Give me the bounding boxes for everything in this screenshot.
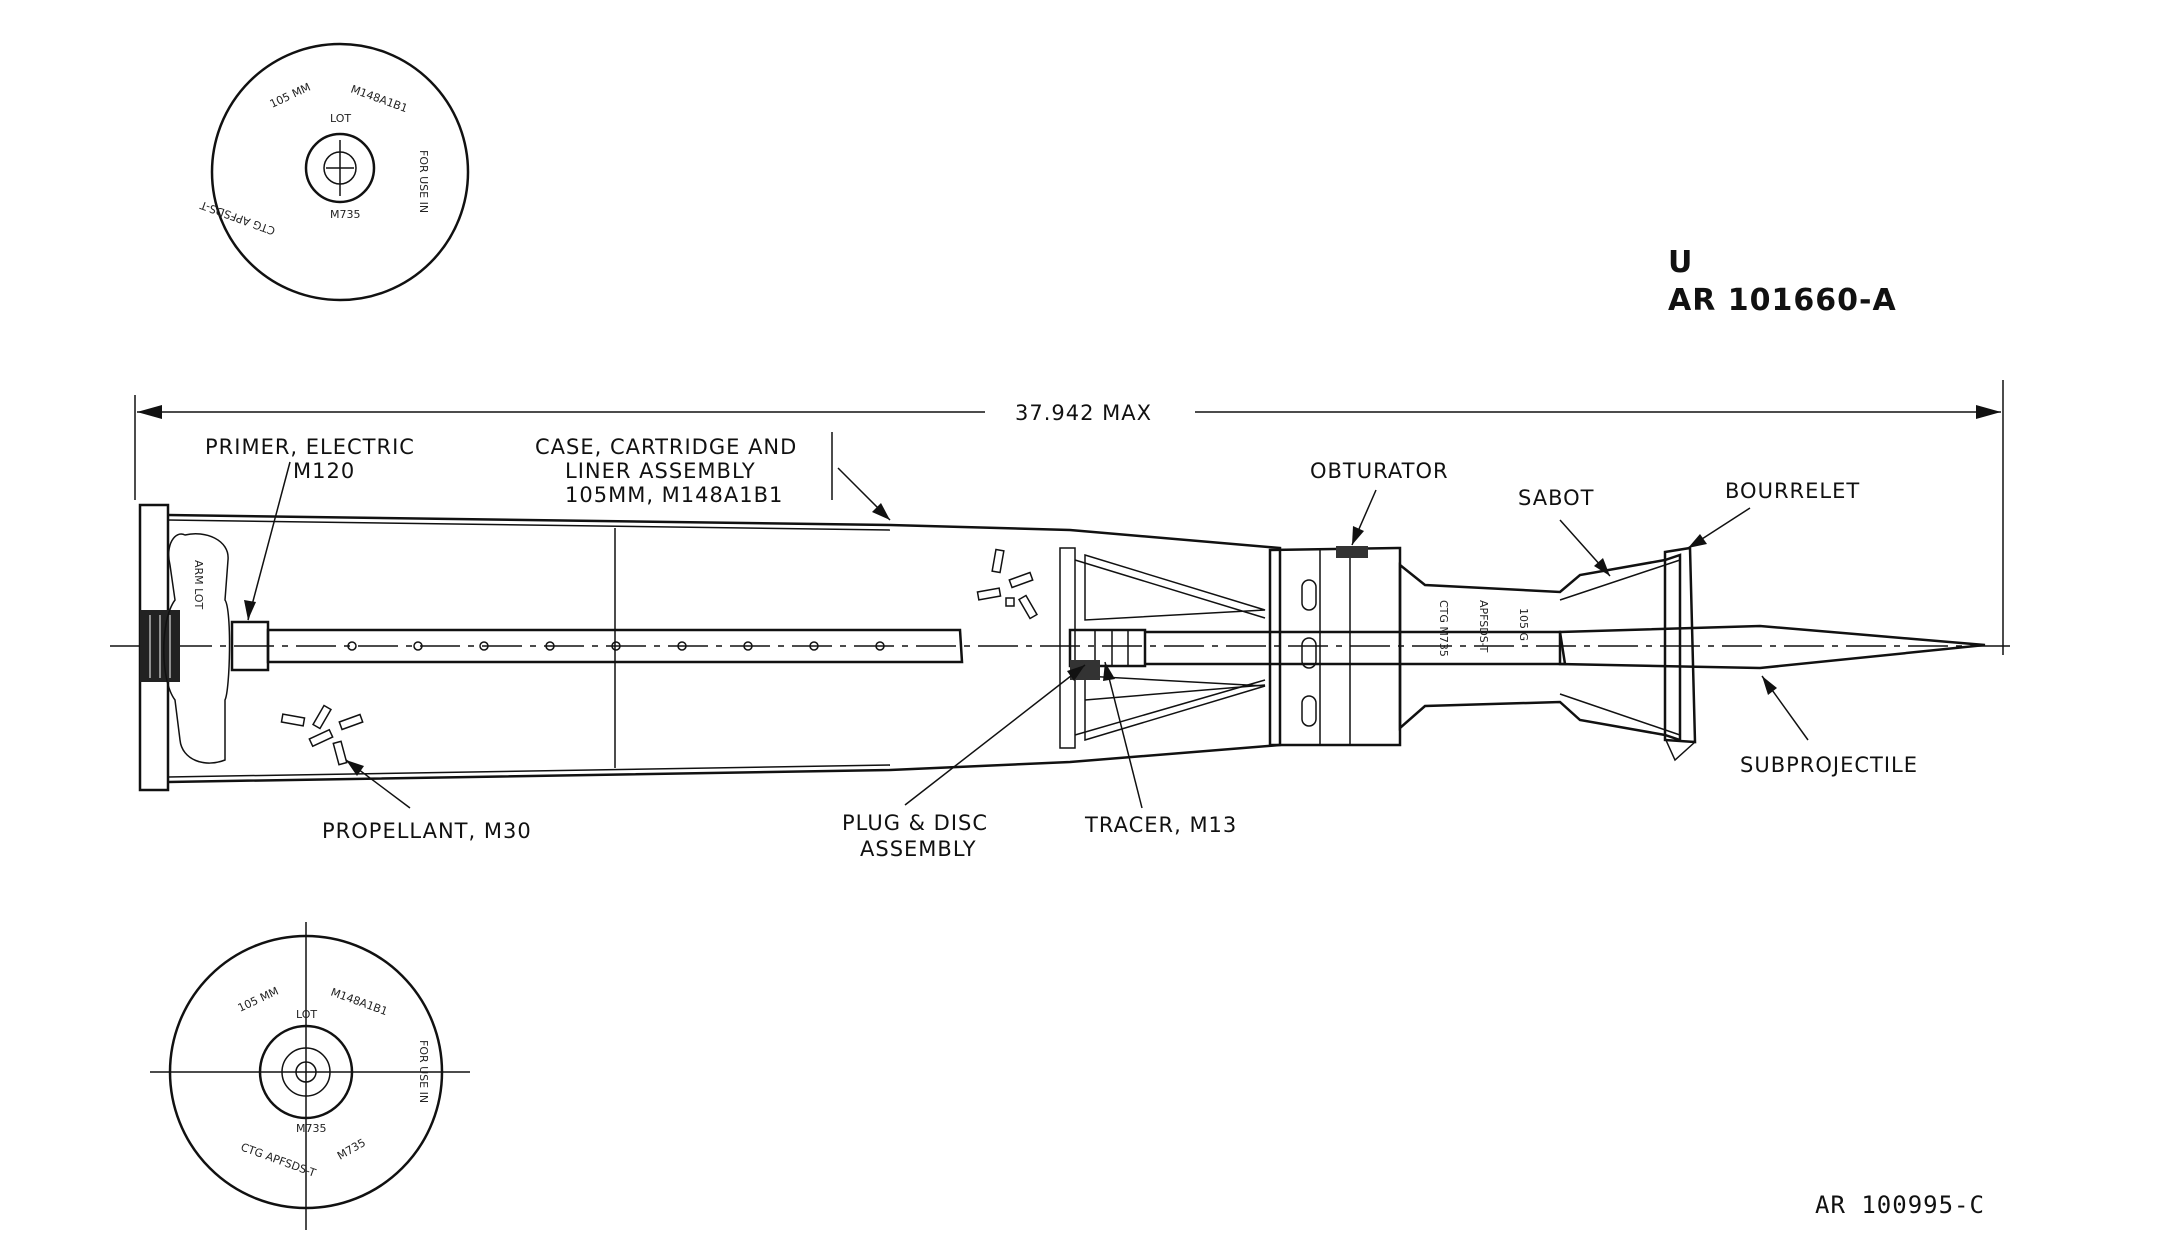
label-primer-2: M120	[293, 459, 355, 483]
svg-text:FOR USE IN: FOR USE IN	[417, 150, 430, 213]
top-base-view: 105 MM M148A1B1 LOT FOR USE IN CTG APFSD…	[198, 42, 470, 302]
svg-text:CTG APFSDS-T: CTG APFSDS-T	[198, 198, 277, 237]
label-case-2: LINER ASSEMBLY	[565, 459, 756, 483]
svg-text:M148A1B1: M148A1B1	[349, 83, 409, 116]
label-sabot: SABOT	[1518, 486, 1594, 510]
label-plug-1: PLUG & DISC	[842, 811, 988, 835]
label-primer-1: PRIMER, ELECTRIC	[205, 435, 415, 459]
cartridge-side-view: ARM LOT	[110, 503, 2010, 792]
case-marking: ARM LOT	[192, 560, 205, 610]
ref-top-letter: U	[1668, 245, 1693, 280]
overall-length-dimension: 37.942 MAX	[134, 380, 2004, 655]
propellant-bag	[163, 533, 231, 764]
label-obturator: OBTURATOR	[1310, 459, 1449, 483]
bottom-base-view: 105 MM M148A1B1 LOT FOR USE IN CTG APFSD…	[150, 922, 470, 1230]
label-subprojectile: SUBPROJECTILE	[1740, 753, 1918, 777]
svg-text:LOT: LOT	[330, 112, 351, 125]
bottom-base-primer-ring	[258, 1024, 354, 1120]
shell-marking-3: CTG M735	[1437, 600, 1450, 657]
bottom-base-primer	[281, 1047, 331, 1097]
top-base-primer-ring	[304, 132, 376, 204]
primer-tube	[266, 628, 964, 664]
shell-marking-1: 105 G	[1517, 608, 1530, 641]
label-propellant: PROPELLANT, M30	[322, 819, 532, 843]
svg-text:LOT: LOT	[296, 1008, 317, 1021]
svg-text:105 MM: 105 MM	[236, 985, 281, 1015]
svg-text:M735: M735	[330, 208, 361, 221]
label-case-1: CASE, CARTRIDGE AND	[535, 435, 797, 459]
subprojectile	[1558, 624, 1986, 670]
label-plug-2: ASSEMBLY	[860, 837, 977, 861]
propellant-grains-upper	[976, 548, 1038, 620]
primer-vents	[347, 641, 885, 651]
tracer	[1068, 628, 1147, 668]
label-bourrelet: BOURRELET	[1725, 479, 1860, 503]
label-case-3: 105MM, M148A1B1	[565, 483, 783, 507]
svg-text:M735: M735	[335, 1136, 368, 1163]
top-base-outline	[210, 42, 470, 302]
propellant-grains-lower	[280, 704, 364, 766]
case-rim	[138, 503, 170, 792]
case-body	[167, 513, 1282, 784]
svg-text:105 MM: 105 MM	[268, 81, 313, 111]
svg-text:FOR USE IN: FOR USE IN	[417, 1040, 430, 1103]
ref-top-number: AR 101660-A	[1668, 283, 1897, 318]
label-tracer: TRACER, M13	[1084, 813, 1237, 837]
shell-marking-2: APFSDS-T	[1477, 600, 1490, 653]
labels: PRIMER, ELECTRIC M120 CASE, CARTRIDGE AN…	[205, 435, 1918, 861]
overall-length-label: 37.942 MAX	[1015, 401, 1152, 425]
svg-text:M148A1B1: M148A1B1	[329, 986, 389, 1019]
penetrator-rod	[1145, 630, 1567, 666]
ref-bottom-number: AR 100995-C	[1815, 1191, 1985, 1219]
leader-lines	[244, 432, 1809, 809]
svg-text:M735: M735	[296, 1122, 327, 1135]
